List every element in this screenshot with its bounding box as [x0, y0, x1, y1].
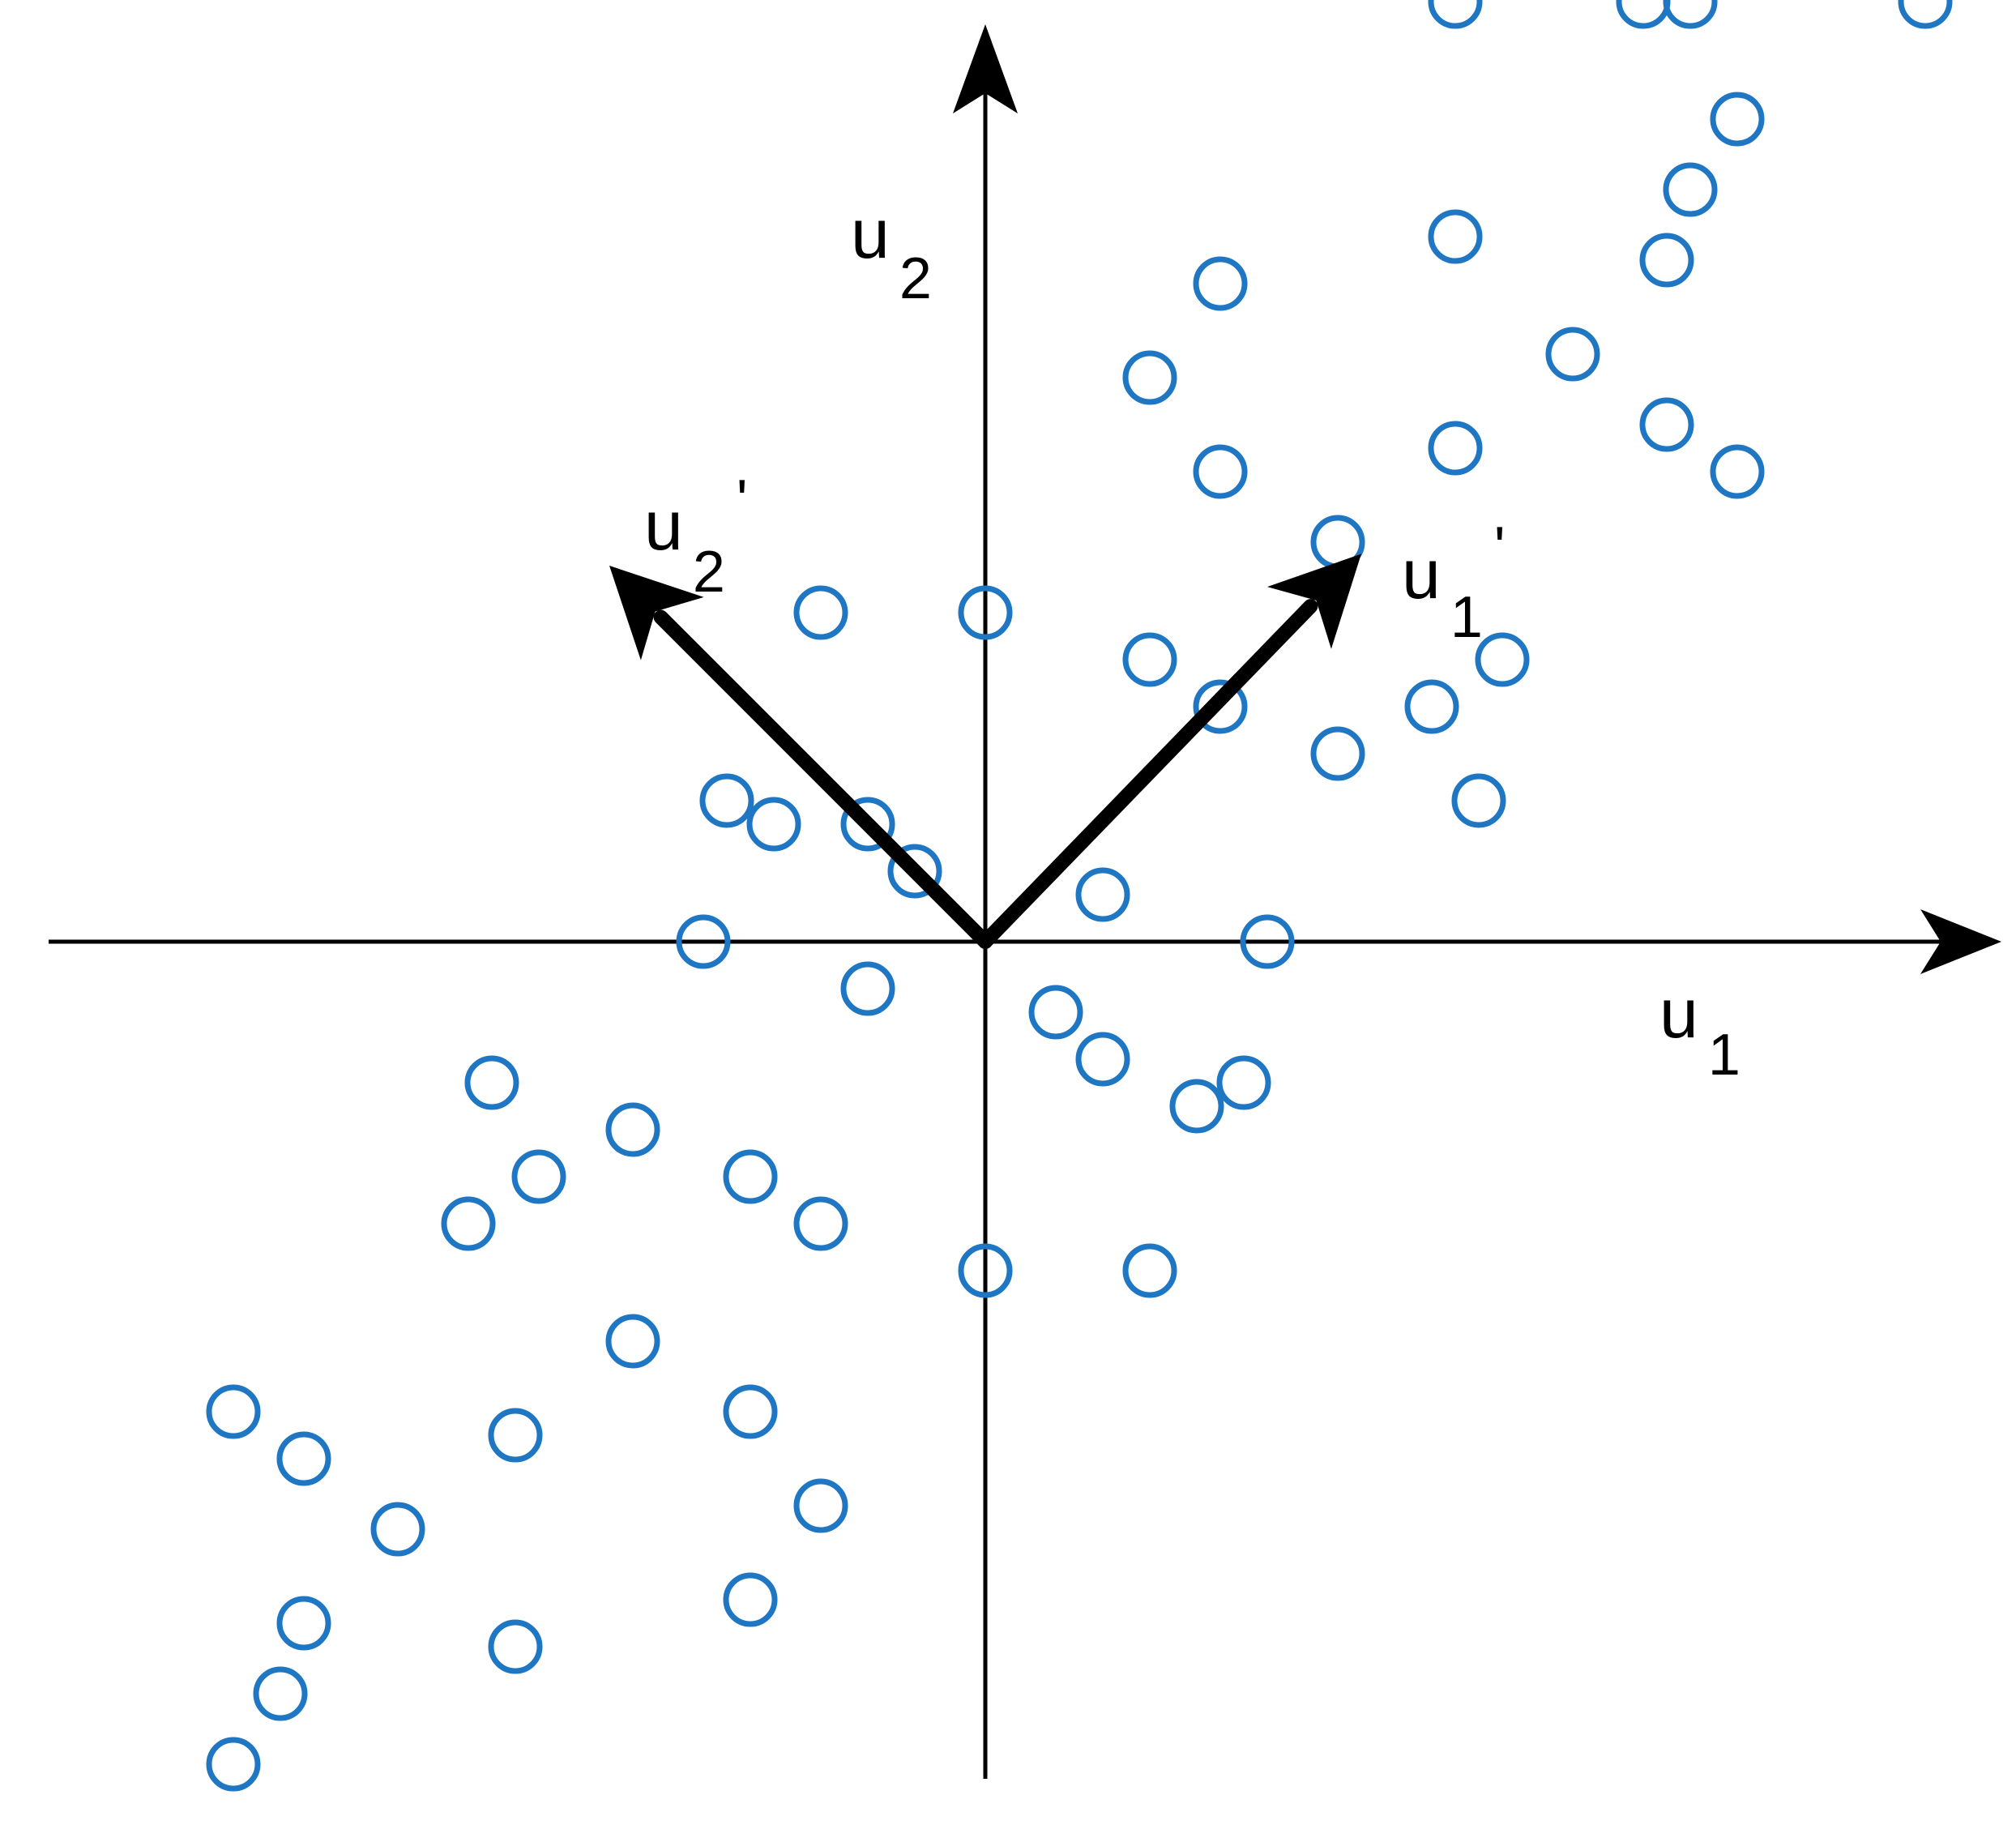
data-point [1428, 209, 1483, 264]
data-point [276, 1596, 331, 1651]
data-point [1122, 1243, 1177, 1298]
data-point [1710, 444, 1765, 499]
data-point [1075, 867, 1130, 922]
data-point [840, 961, 895, 1016]
vector-u1-prime-arrowhead [1266, 553, 1361, 649]
data-points [206, 0, 1953, 1792]
data-point [1639, 233, 1694, 288]
vector-u1-prime-shaft [978, 599, 1318, 949]
data-point [605, 1314, 660, 1369]
data-point [1451, 773, 1506, 828]
data-point [1428, 0, 1483, 29]
data-point [1616, 0, 1671, 29]
data-point [276, 1431, 331, 1486]
basis-vectors [609, 553, 1361, 949]
data-point [1898, 0, 1953, 29]
data-point [699, 773, 754, 828]
data-point [206, 1737, 261, 1792]
data-point [1663, 0, 1718, 29]
data-point [1428, 421, 1483, 476]
y-axis-arrowhead [953, 24, 1018, 113]
data-point [511, 1149, 566, 1204]
data-point [887, 844, 942, 899]
data-point [464, 1055, 519, 1110]
vector-label-u1-prime: u1' [1402, 515, 1506, 650]
vector-u2-prime-shaft [653, 609, 993, 949]
data-point [793, 1196, 848, 1251]
data-point [676, 914, 731, 969]
vector-u2-prime-arrowhead [609, 566, 704, 660]
data-point [605, 1102, 660, 1157]
axes [49, 24, 2001, 1779]
vector-label-u2-prime: u2' [644, 468, 748, 605]
data-point [1663, 162, 1718, 217]
data-point [746, 797, 801, 852]
data-point [1193, 256, 1248, 311]
data-point [1122, 350, 1177, 405]
data-point [793, 585, 848, 640]
data-point [1545, 327, 1600, 382]
y-axis-label: u2 [851, 195, 932, 311]
data-point [1122, 632, 1177, 687]
data-point [958, 585, 1013, 640]
data-point [723, 1384, 778, 1439]
data-point [1475, 632, 1530, 687]
data-point [1216, 1055, 1271, 1110]
data-point [1240, 914, 1295, 969]
data-point [793, 1478, 848, 1533]
data-point [723, 1149, 778, 1204]
data-point [1710, 92, 1765, 147]
x-axis-arrowhead [1920, 909, 2001, 974]
data-point [1404, 679, 1459, 734]
data-point [488, 1408, 543, 1463]
data-point [1310, 726, 1365, 781]
data-point [1169, 1079, 1224, 1134]
x-axis-label: u1 [1659, 975, 1741, 1088]
data-point [253, 1666, 308, 1721]
data-point [441, 1196, 496, 1251]
data-point [206, 1384, 261, 1439]
data-point [1193, 679, 1248, 734]
data-point [488, 1619, 543, 1674]
data-point [840, 797, 895, 852]
data-point [1639, 397, 1694, 452]
data-point [958, 1243, 1013, 1298]
data-point [1193, 444, 1248, 499]
data-point [1075, 1032, 1130, 1087]
data-point [1028, 985, 1083, 1040]
data-point [370, 1502, 425, 1557]
data-point [723, 1572, 778, 1627]
